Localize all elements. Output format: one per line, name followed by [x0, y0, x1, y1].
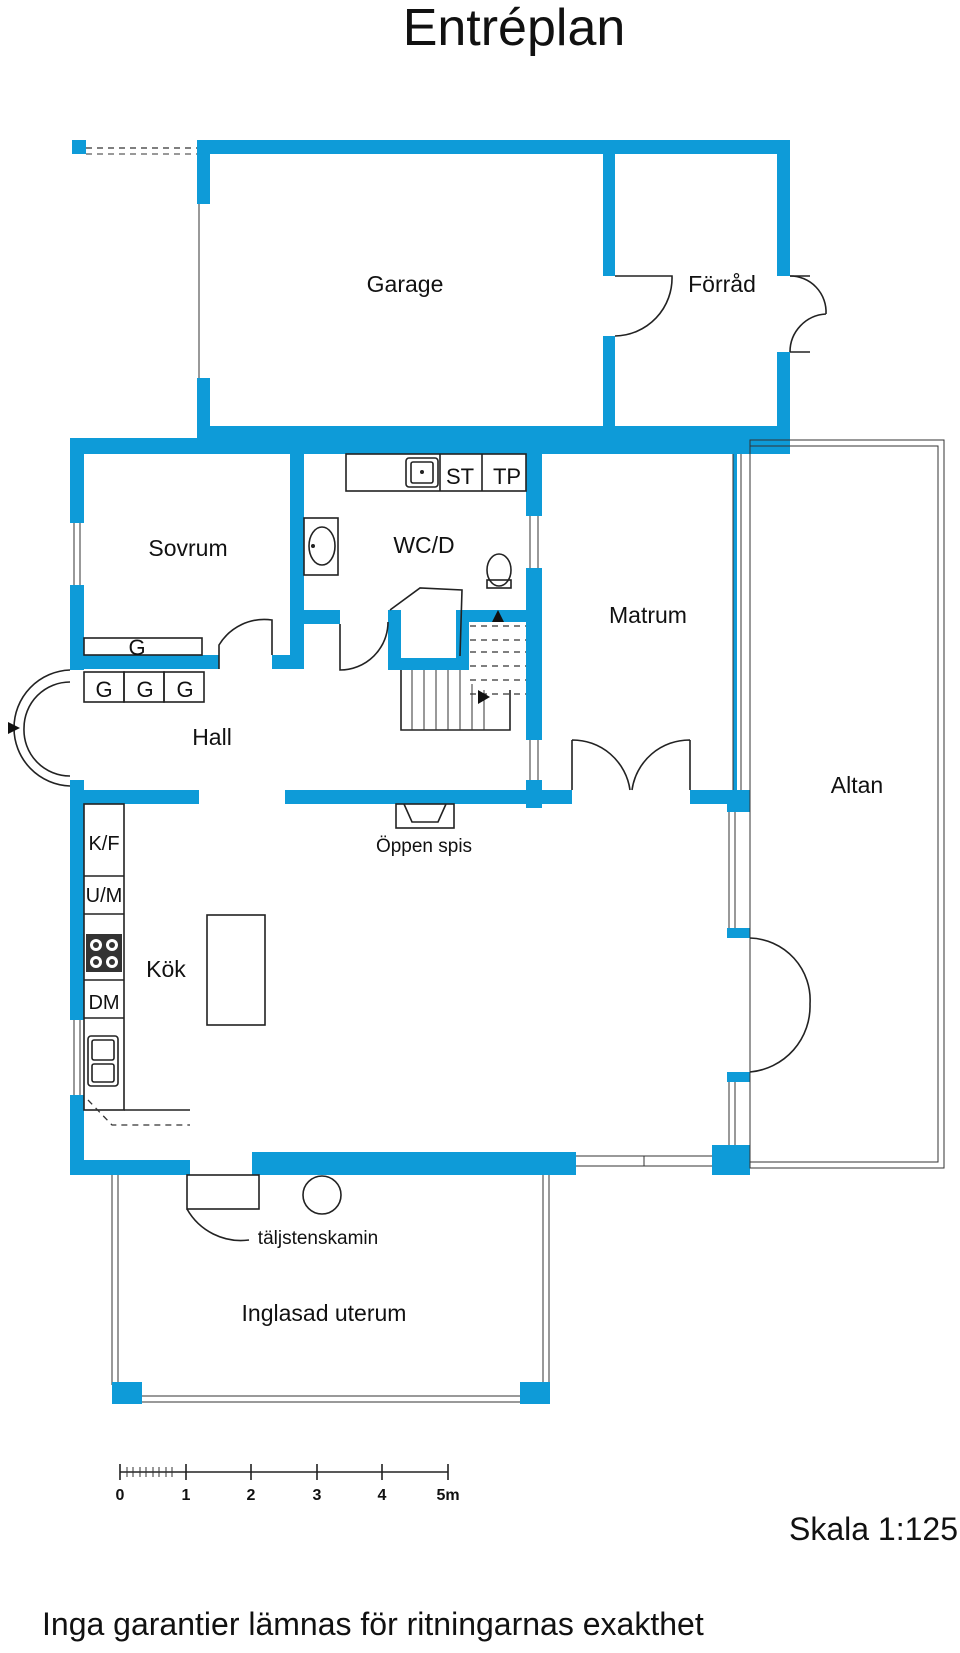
sovrum-door-swing — [218, 618, 273, 669]
garage-walls — [72, 140, 790, 438]
matrum-label: Matrum — [609, 602, 687, 628]
scale-label: Skala 1:125 — [789, 1511, 958, 1547]
g-wardrobe-2: G — [136, 677, 153, 702]
scale-tick-4: 4 — [378, 1487, 387, 1504]
g-wardrobe-1: G — [95, 677, 112, 702]
disclaimer: Inga garantier lämnas för ritningarnas e… — [42, 1606, 704, 1642]
wcd-label: WC/D — [393, 532, 454, 558]
hall-label: Hall — [192, 724, 232, 750]
oppen-spis-label: Öppen spis — [376, 836, 472, 857]
garage-label: Garage — [367, 271, 444, 297]
scale-tick-0: 0 — [116, 1487, 125, 1504]
wc-fixtures — [303, 453, 527, 731]
st-label: ST — [446, 464, 474, 489]
forrad-label: Förråd — [688, 271, 756, 297]
scale-tick-5: 5m — [436, 1487, 459, 1504]
matrum-double-door — [571, 739, 691, 791]
wc-door-swing — [339, 621, 389, 671]
altan-label: Altan — [831, 772, 883, 798]
scale-bar — [119, 1464, 449, 1480]
forrad-outer-door — [789, 275, 827, 353]
windows — [72, 454, 742, 1167]
plan-title: Entréplan — [403, 0, 626, 57]
sovrum-label: Sovrum — [148, 535, 227, 561]
kf-label: K/F — [88, 833, 119, 855]
tp-label: TP — [493, 464, 521, 489]
scale-tick-1: 1 — [182, 1487, 191, 1504]
scale-tick-3: 3 — [313, 1487, 322, 1504]
scale-tick-2: 2 — [247, 1487, 256, 1504]
g-wardrobe-top: G — [128, 635, 145, 660]
uterum-structure — [111, 1174, 550, 1404]
wardrobes — [83, 637, 205, 703]
altan-double-door — [749, 937, 811, 1073]
um-label: U/M — [86, 885, 123, 907]
kok-label: Kök — [146, 956, 186, 982]
entrance-door-swing — [13, 669, 71, 787]
kitchen-fixtures — [83, 803, 455, 1126]
uterum-label: Inglasad uterum — [242, 1300, 407, 1326]
forrad-door-swing — [614, 275, 673, 337]
g-wardrobe-3: G — [176, 677, 193, 702]
taljstenskamin-label: täljstenskamin — [258, 1228, 378, 1249]
dm-label: DM — [88, 992, 119, 1014]
altan-deck — [749, 439, 945, 1169]
